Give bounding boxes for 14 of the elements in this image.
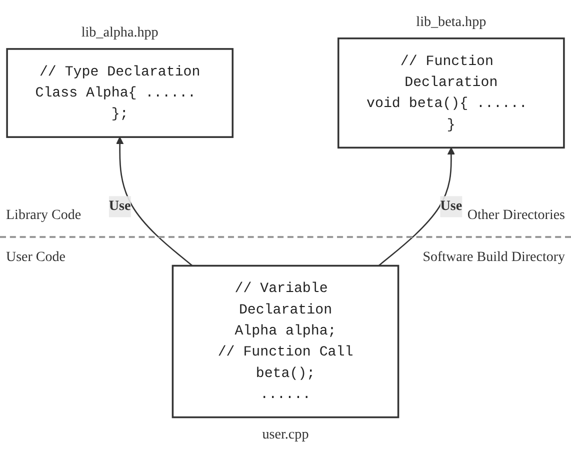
region-label: Other Directories <box>467 208 565 224</box>
arrow <box>378 148 456 266</box>
node-box: // Function Declaration void beta(){ ...... } <box>338 38 565 149</box>
region-label: Software Build Directory <box>422 250 565 266</box>
file-name-caption: lib_beta.hpp <box>416 14 486 30</box>
node-box: // Variable Declaration Alpha alpha; // Function Call beta(); ...... <box>172 265 400 418</box>
edge-label: Use <box>440 199 462 214</box>
arrow <box>116 136 193 266</box>
region-label: Library Code <box>6 208 82 224</box>
file-name-caption: user.cpp <box>262 426 309 443</box>
edge-label: Use <box>108 199 131 214</box>
file-name-caption: lib_alpha.hpp <box>81 24 158 41</box>
node-box: // Type Declaration Class Alpha{ ...... }; <box>6 48 234 138</box>
region-label: User Code <box>6 250 66 266</box>
